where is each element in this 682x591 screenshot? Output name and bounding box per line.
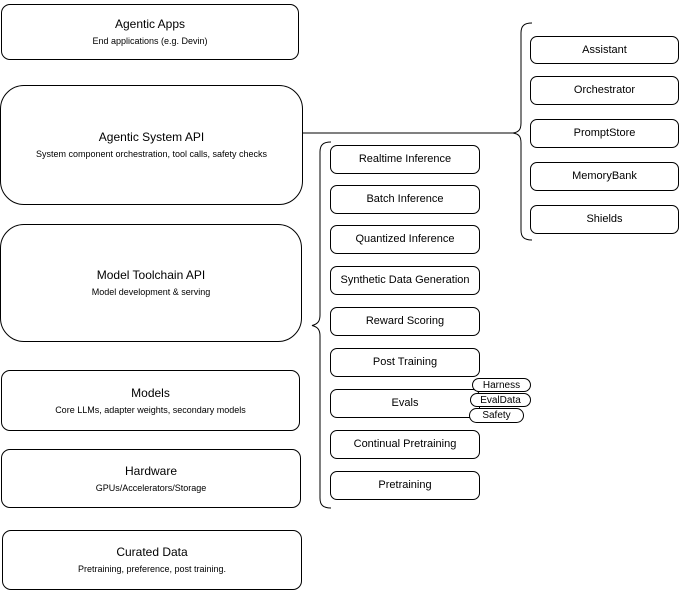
service-continual-pretraining: Continual Pretraining — [330, 430, 480, 459]
service-post-training: Post Training — [330, 348, 480, 377]
layer-subtitle: Model development & serving — [91, 287, 211, 297]
layer-curated-data: Curated Data Pretraining, preference, po… — [2, 530, 302, 590]
evals-tag-harness: Harness — [472, 378, 531, 392]
toolchain-services-brace — [311, 141, 332, 509]
service-evals: Evals — [330, 389, 480, 418]
component-memorybank: MemoryBank — [530, 162, 679, 191]
service-pretraining: Pretraining — [330, 471, 480, 500]
layer-subtitle: GPUs/Accelerators/Storage — [95, 482, 207, 493]
layer-title: Models — [131, 385, 170, 400]
layer-title: Model Toolchain API — [96, 268, 206, 282]
service-batch-inference: Batch Inference — [330, 185, 480, 214]
service-quantized-inference: Quantized Inference — [330, 225, 480, 254]
layer-subtitle: Core LLMs, adapter weights, secondary mo… — [55, 404, 246, 415]
evals-tag-safety: Safety — [469, 408, 524, 423]
component-shields: Shields — [530, 205, 679, 234]
service-synthetic-data-generation: Synthetic Data Generation — [330, 266, 480, 295]
layer-agentic-apps: Agentic Apps End applications (e.g. Devi… — [1, 4, 299, 60]
layer-agentic-system-api: Agentic System API System component orch… — [0, 85, 303, 205]
service-reward-scoring: Reward Scoring — [330, 307, 480, 336]
layer-title: Hardware — [124, 463, 178, 478]
layer-hardware: Hardware GPUs/Accelerators/Storage — [1, 449, 301, 508]
system-components-brace — [512, 22, 533, 241]
layer-subtitle: Pretraining, preference, post training. — [77, 564, 227, 574]
service-realtime-inference: Realtime Inference — [330, 145, 480, 174]
layer-models: Models Core LLMs, adapter weights, secon… — [1, 370, 300, 431]
layer-title: Curated Data — [116, 545, 188, 559]
evals-tag-evaldata: EvalData — [470, 393, 531, 407]
component-promptstore: PromptStore — [530, 119, 679, 148]
layer-title: Agentic System API — [98, 130, 205, 144]
layer-subtitle: End applications (e.g. Devin) — [92, 36, 208, 46]
component-assistant: Assistant — [530, 36, 679, 64]
layer-title: Agentic Apps — [114, 17, 186, 31]
layer-subtitle: System component orchestration, tool cal… — [35, 149, 268, 159]
component-orchestrator: Orchestrator — [530, 76, 679, 105]
layer-model-toolchain-api: Model Toolchain API Model development & … — [0, 224, 302, 342]
